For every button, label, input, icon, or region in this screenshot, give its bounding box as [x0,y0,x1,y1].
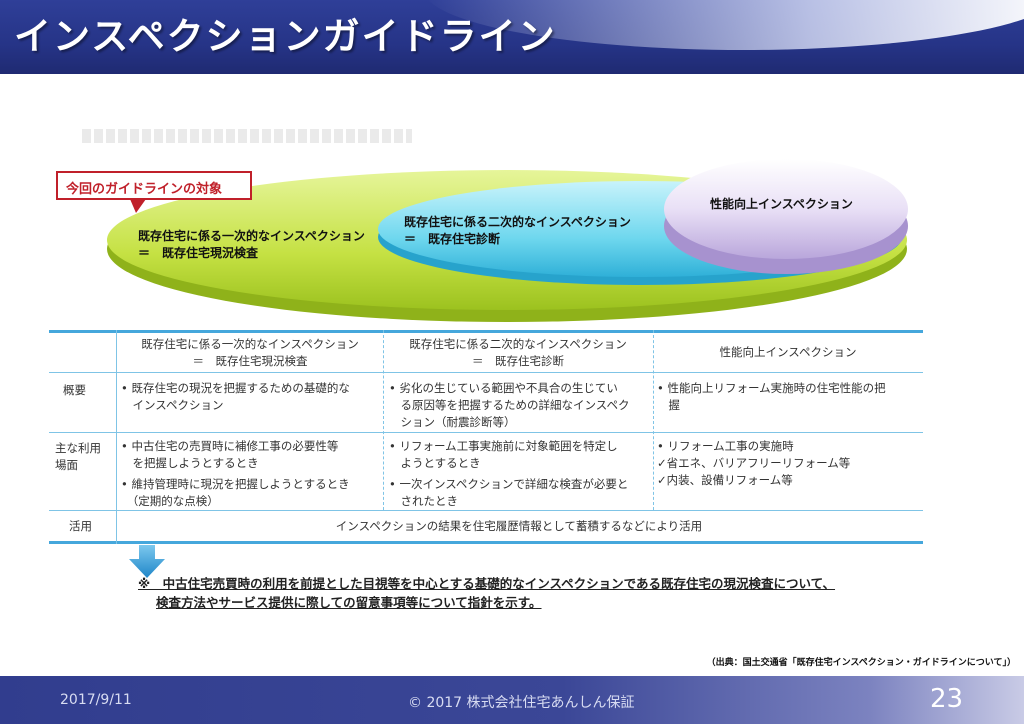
primary-ellipse-label: 既存住宅に係る一次的なインスペクション ＝ 既存住宅現況検査 [138,228,365,262]
footer-date: 2017/9/11 [60,692,132,708]
performance-ellipse [664,159,908,259]
table-row-divider-1 [49,432,923,433]
table-row-divider-2 [49,510,923,511]
usage-secondary-line4: されたとき [389,494,458,508]
row-label-usage-line1: 主な利用 [55,441,101,455]
guideline-note: ※ 中古住宅売買時の利用を前提とした目視等を中心とする基礎的なインスペクションで… [138,574,835,612]
secondary-label-line1: 既存住宅に係る二次的なインスペクション [404,215,631,229]
note-line1: ※ 中古住宅売買時の利用を前提とした目視等を中心とする基礎的なインスペクションで… [138,576,836,591]
usage-secondary-line1: • リフォーム工事実施前に対象範囲を特定し [389,439,618,453]
note-line2: 検査方法やサービス提供に際しての留意事項等について指針を示す。 [156,595,542,610]
row-label-usage: 主な利用 場面 [55,440,101,474]
overview-secondary-cell: • 劣化の生じている範囲や不具合の生じてい る原因等を把握するための詳細なインス… [389,380,651,431]
overview-performance-line2: 握 [657,398,680,412]
usage-primary-line4: （定期的な点検） [121,494,219,508]
overview-performance-cell: • 性能向上リフォーム実施時の住宅性能の把 握 [657,380,919,414]
table-header-primary-line1: 既存住宅に係る一次的なインスペクション [141,337,359,351]
usage-performance-line1: • リフォーム工事の実施時 [657,439,794,453]
table-column-divider-2 [653,330,654,510]
performance-ellipse-label: 性能向上インスペクション [710,197,853,211]
secondary-label-line2: ＝ 既存住宅診断 [404,232,501,246]
usage-secondary-line3: • 一次インスペクションで詳細な検査が必要と [389,477,629,491]
inspection-comparison-table: 既存住宅に係る一次的なインスペクション ＝ 既存住宅現況検査 既存住宅に係る二次… [49,330,923,544]
table-top-border [49,330,923,333]
slide-title: インスペクションガイドライン [14,15,557,58]
overview-performance-line1: • 性能向上リフォーム実施時の住宅性能の把 [657,381,886,395]
utilization-merged-cell: インスペクションの結果を住宅履歴情報として蓄積するなどにより活用 [335,519,703,533]
overview-primary-line1: • 既存住宅の現況を把握するための基礎的な [121,381,350,395]
footer-copyright: © 2017 株式会社住宅あんしん保証 [408,695,635,711]
overview-secondary-line1: • 劣化の生じている範囲や不具合の生じてい [389,381,618,395]
usage-performance-cell: • リフォーム工事の実施時 ✓省エネ、バリアフリーリフォーム等 ✓内装、設備リフ… [657,438,919,489]
table-header-primary: 既存住宅に係る一次的なインスペクション ＝ 既存住宅現況検査 [119,336,381,370]
row-label-utilization: 活用 [69,519,92,533]
callout-pointer [130,199,146,213]
page-number: 23 [930,684,964,714]
usage-performance-line3: ✓内装、設備リフォーム等 [657,473,793,487]
primary-label-line1: 既存住宅に係る一次的なインスペクション [138,229,365,243]
table-header-secondary-line2: ＝ 既存住宅診断 [472,354,564,368]
usage-primary-line2: を把握しようとするとき [121,456,259,470]
slide-footer: 2017/9/11 © 2017 株式会社住宅あんしん保証 23 [0,676,1024,724]
table-header-divider [49,372,923,373]
guideline-scope-callout: 今回のガイドラインの対象 [56,171,252,200]
overview-secondary-line2: る原因等を把握するための詳細なインスペク [389,398,630,412]
overview-primary-cell: • 既存住宅の現況を把握するための基礎的な インスペクション [121,380,381,414]
secondary-ellipse-label: 既存住宅に係る二次的なインスペクション ＝ 既存住宅診断 [404,214,631,248]
down-arrow-icon [129,545,165,578]
faded-heading-decoration [82,129,412,143]
table-label-column-divider [116,330,117,544]
table-column-divider-1 [383,330,384,510]
usage-secondary-line2: ようとするとき [389,456,481,470]
table-bottom-border [49,541,923,544]
ellipse-diagram-svg [107,159,908,322]
row-label-usage-line2: 場面 [55,458,78,472]
usage-primary-cell: • 中古住宅の売買時に補修工事の必要性等 を把握しようとするとき • 維持管理時… [121,438,381,510]
table-header-primary-line2: ＝ 既存住宅現況検査 [192,354,308,368]
overview-primary-line2: インスペクション [121,398,224,412]
row-label-overview: 概要 [63,383,86,397]
overview-secondary-line3: ション（耐震診断等） [389,415,516,429]
primary-label-line2: ＝ 既存住宅現況検査 [138,246,259,260]
inspection-scope-diagram: 今回のガイドラインの対象 既存住宅に係る一次的なインスペクション ＝ 既存住宅現… [0,74,1024,330]
usage-primary-line1: • 中古住宅の売買時に補修工事の必要性等 [121,439,339,453]
usage-primary-line3: • 維持管理時に現況を把握しようとするとき [121,477,350,491]
source-citation: （出典：国土交通省「既存住宅インスペクション・ガイドラインについて」） [706,658,1016,668]
table-header-performance: 性能向上インスペクション [719,345,857,359]
usage-secondary-cell: • リフォーム工事実施前に対象範囲を特定し ようとするとき • 一次インスペクシ… [389,438,651,510]
table-header-secondary-line1: 既存住宅に係る二次的なインスペクション [409,337,627,351]
slide-header: インスペクションガイドライン [0,0,1024,74]
table-header-secondary: 既存住宅に係る二次的なインスペクション ＝ 既存住宅診断 [385,336,651,370]
usage-performance-line2: ✓省エネ、バリアフリーリフォーム等 [657,456,851,470]
